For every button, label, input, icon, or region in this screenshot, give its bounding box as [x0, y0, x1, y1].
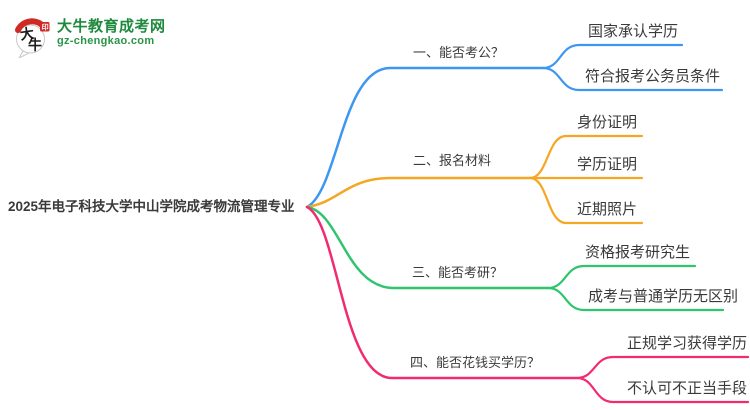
branch-4-child-2-line [575, 376, 750, 404]
branch-3-label: 三、能否考研？ [412, 265, 504, 280]
branch-3-child-1: 资格报考研究生 [585, 244, 691, 261]
svg-text:大: 大 [19, 25, 35, 43]
branch-4-main-line [305, 205, 579, 380]
branch-2-label: 二、报名材料 [413, 153, 492, 168]
central-topic: 2025年电子科技大学中山学院成考物流管理专业 [8, 199, 295, 214]
branch-2-child-3: 近期照片 [577, 201, 638, 218]
branch-1-child-2: 符合报考公务员条件 [585, 68, 721, 85]
branch-1-child-1: 国家承认学历 [588, 23, 679, 40]
branch-2-child-1-line [528, 134, 644, 180]
branch-4-label: 四、能否花钱买学历？ [410, 355, 541, 370]
svg-text:印: 印 [42, 23, 49, 32]
branch-3-child-2: 成考与普通学历无区别 [588, 288, 739, 305]
branch-1-label: 一、能否考公？ [413, 45, 505, 60]
branch-3-main-line [305, 205, 550, 290]
branch-4-child-1: 正规学习获得学历 [627, 335, 748, 352]
branch-1-main-line [305, 66, 545, 209]
branch-1-child-1-line [541, 43, 684, 70]
ox-logo-icon: 印 大 牛 [15, 18, 50, 58]
branch-2-main-line [305, 176, 532, 209]
branch-4-child-2: 不认可不正当手段 [627, 380, 748, 397]
logo-subtitle: gz-chengkao.com [57, 35, 155, 47]
logo-text: 大牛教育成考网 gz-chengkao.com [57, 14, 166, 48]
logo-title: 大牛教育成考网 [57, 18, 166, 35]
site-logo[interactable]: 印 大 牛 大牛教育成考网 gz-chengkao.com [13, 14, 166, 58]
branch-2-child-1: 身份证明 [577, 114, 638, 131]
branch-1-child-2-line [541, 66, 724, 92]
branch-3-child-2-line [546, 286, 725, 312]
branch-3-child-1-line [546, 264, 697, 290]
branch-2-child-2: 学历证明 [577, 156, 638, 173]
branch-4-child-1-line [575, 355, 750, 380]
branch-2-child-3-line [528, 176, 644, 225]
svg-text:牛: 牛 [28, 37, 42, 53]
